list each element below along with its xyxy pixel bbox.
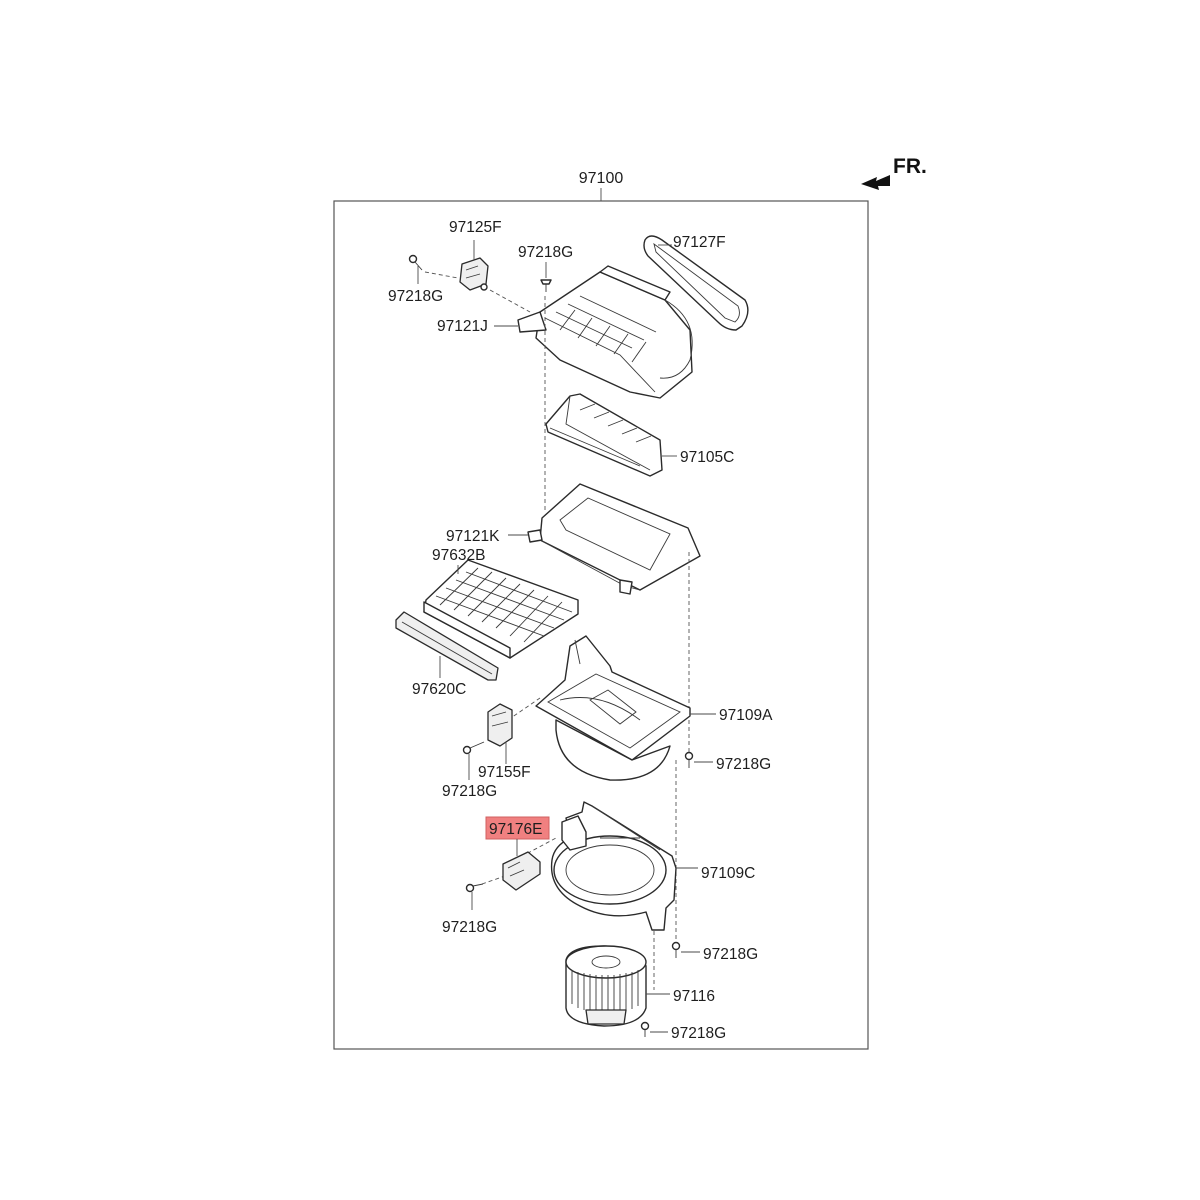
upper-case-label: 97109A bbox=[719, 707, 773, 724]
intake-duct-label: 97121J bbox=[437, 318, 488, 335]
screw-resistor-part bbox=[465, 883, 484, 893]
direction-arrow-icon bbox=[861, 175, 890, 190]
resistor-label-highlight bbox=[485, 816, 550, 840]
blower-motor-label: 97116 bbox=[673, 988, 715, 1005]
gasket-label: 97127F bbox=[673, 234, 726, 251]
lower-case-label: 97109C bbox=[701, 865, 755, 882]
actuator-mid-label: 97155F bbox=[478, 764, 531, 781]
upper-case-part bbox=[535, 635, 691, 781]
resistor-label[interactable]: 97176E bbox=[489, 821, 542, 838]
actuator-top-part bbox=[459, 257, 489, 291]
screw-top-center-part bbox=[540, 279, 552, 292]
screw-upper-case-part bbox=[684, 751, 694, 768]
cabin-filter-part bbox=[423, 559, 579, 659]
intake-duct-part bbox=[517, 265, 693, 399]
screw-top-left-part bbox=[408, 254, 423, 271]
filter-cover-label: 97620C bbox=[412, 681, 466, 698]
screw-top-center-label: 97218G bbox=[518, 244, 573, 261]
actuator-top-label: 97125F bbox=[449, 219, 502, 236]
screw-blower-label: 97218G bbox=[671, 1025, 726, 1042]
assembly-label: 97100 bbox=[579, 170, 624, 187]
screw-blower-part bbox=[640, 1021, 650, 1037]
front-marker-label: FR. bbox=[893, 155, 927, 178]
screw-actuator-mid-part bbox=[462, 741, 485, 755]
intake-door-part bbox=[545, 393, 663, 477]
actuator-mid-part bbox=[487, 703, 513, 747]
resistor-part bbox=[502, 851, 541, 891]
screw-actuator-mid-label: 97218G bbox=[442, 783, 497, 800]
intake-door-label: 97105C bbox=[680, 449, 734, 466]
screw-upper-case-label: 97218G bbox=[716, 756, 771, 773]
blower-motor-part bbox=[565, 945, 647, 1027]
gasket-part bbox=[643, 235, 749, 331]
lower-case-part bbox=[550, 801, 677, 931]
filter-cover-part bbox=[395, 611, 499, 681]
filter-frame-label: 97121K bbox=[446, 528, 500, 545]
screw-top-left-label: 97218G bbox=[388, 288, 443, 305]
screw-resistor-label: 97218G bbox=[442, 919, 497, 936]
screw-lower-case-label: 97218G bbox=[703, 946, 758, 963]
filter-frame-part bbox=[527, 483, 701, 595]
screw-lower-case-part bbox=[671, 941, 681, 958]
cabin-filter-label: 97632B bbox=[432, 547, 485, 564]
